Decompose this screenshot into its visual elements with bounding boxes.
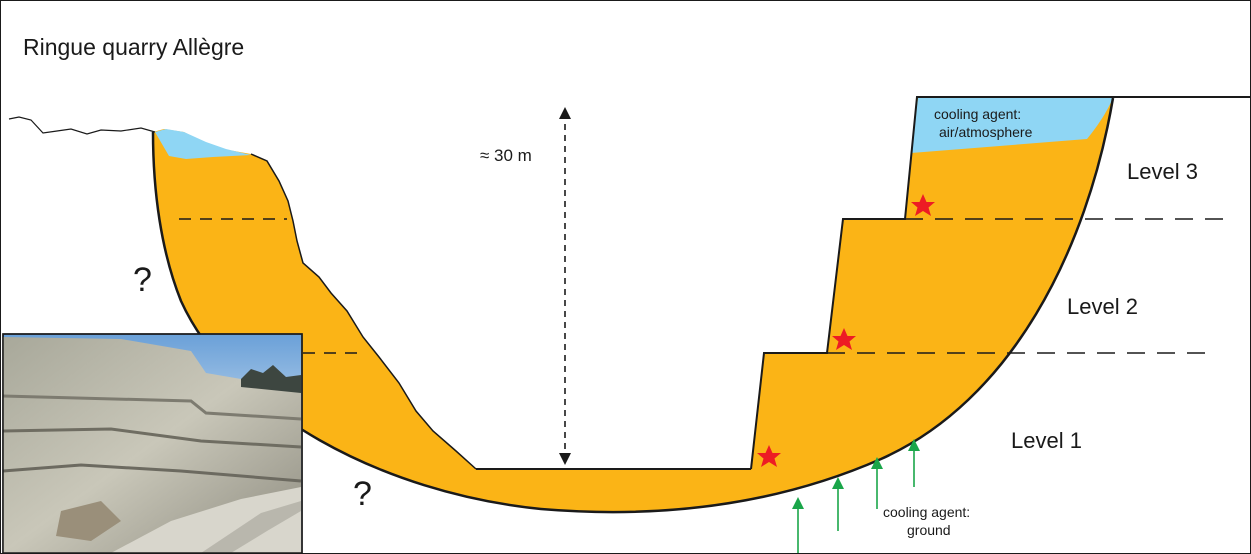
cooling-ground-line1: cooling agent:	[883, 504, 970, 520]
sample-star-icon	[911, 194, 935, 216]
air-cooling-left	[155, 129, 251, 159]
quarry-wall-left	[250, 153, 477, 470]
sample-star-icon	[832, 328, 856, 350]
cooling-air-line1: cooling agent:	[934, 106, 1021, 122]
level-2-label: Level 2	[1067, 294, 1138, 319]
cooling-ground-line2: ground	[907, 522, 951, 538]
ground-surface-left	[8, 116, 156, 135]
quarry-terraces	[750, 96, 1113, 470]
lava-base-outline	[151, 97, 1115, 514]
sample-star-icon	[757, 445, 781, 467]
air-cooling-right	[911, 98, 1113, 153]
diagram-title: Ringue quarry Allègre	[23, 34, 244, 60]
scale-label: ≈ 30 m	[480, 146, 532, 165]
unknown-mark-lower: ?	[353, 475, 372, 513]
cooling-air-line2: air/atmosphere	[939, 124, 1033, 140]
level-1-label: Level 1	[1011, 428, 1082, 453]
lava-body	[153, 98, 1113, 513]
unknown-mark-upper: ?	[133, 261, 152, 299]
level-3-label: Level 3	[1127, 159, 1198, 184]
quarry-photo	[2, 333, 303, 553]
